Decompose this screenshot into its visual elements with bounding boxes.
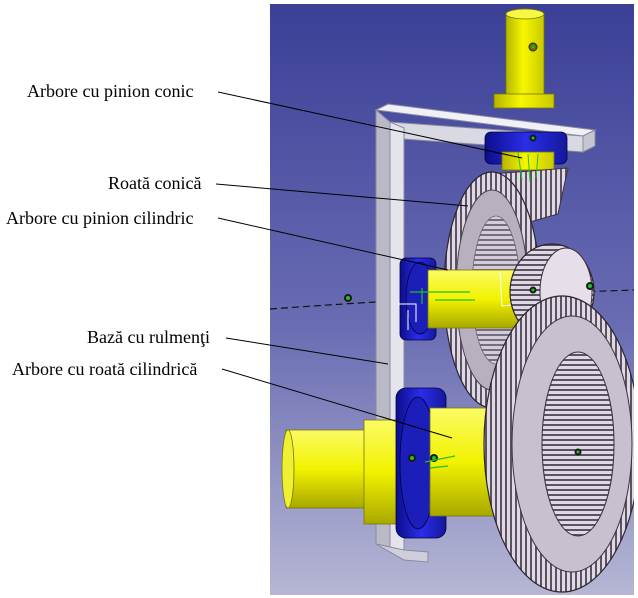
leader-spur-wheel-shaft [221, 368, 453, 439]
label-bevel-pinion-shaft: Arbore cu pinion conic [27, 81, 194, 101]
label-spur-wheel-shaft: Arbore cu roată cilindrică [12, 359, 198, 379]
label-spur-pinion-shaft: Arbore cu pinion cilindric [6, 208, 194, 228]
label-bearing-base: Bază cu rulmenţi [87, 327, 210, 347]
leader-spur-pinion-shaft [217, 217, 449, 271]
cad-viewport [270, 4, 634, 595]
leader-bevel-pinion-shaft [217, 91, 523, 159]
leader-bearing-base [225, 337, 389, 365]
label-bevel-wheel: Roată conică [108, 173, 202, 193]
leader-bevel-wheel [215, 183, 469, 207]
bevel-pinion-shaft [484, 8, 568, 171]
spur-wheel [483, 295, 634, 593]
